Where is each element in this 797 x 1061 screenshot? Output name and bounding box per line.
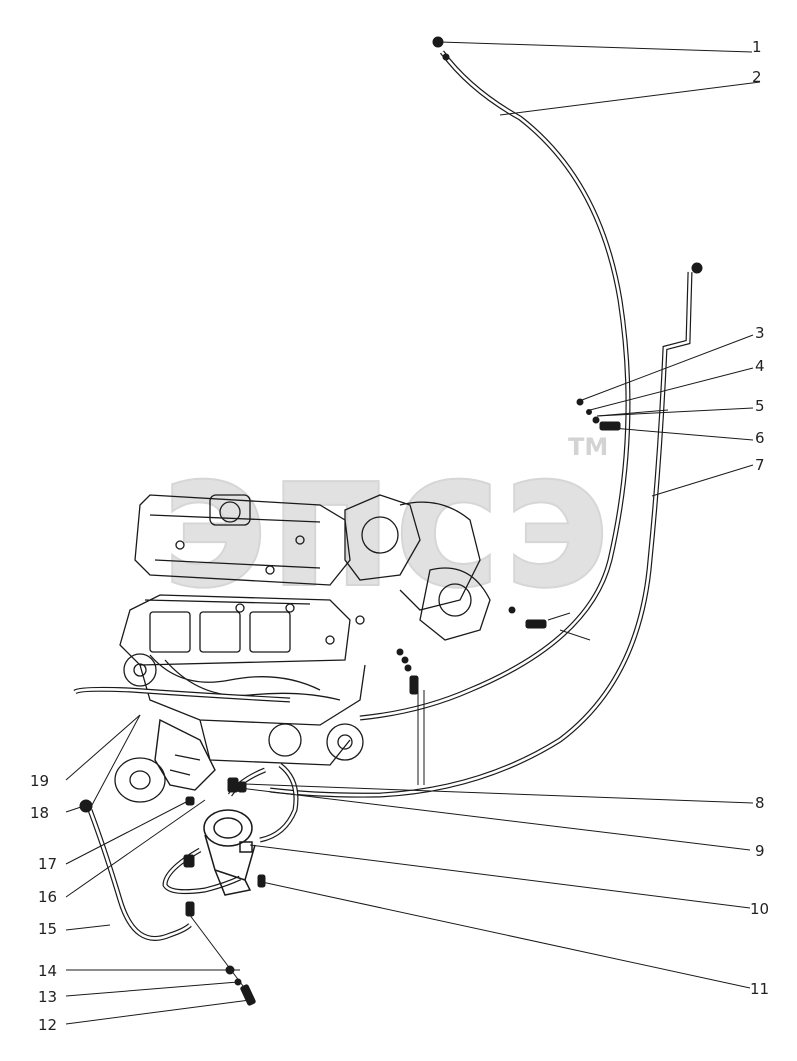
callout-18: 18 <box>30 804 49 822</box>
engine-assembly <box>114 494 491 803</box>
callout-16: 16 <box>38 888 57 906</box>
callout-12: 12 <box>38 1016 57 1034</box>
watermark-text: эпсэ <box>160 409 610 630</box>
callout-9: 9 <box>755 842 765 860</box>
callout-8: 8 <box>755 794 765 812</box>
callout-14: 14 <box>38 962 57 980</box>
fuel-line-15 <box>87 809 192 941</box>
callout-15: 15 <box>38 920 57 938</box>
cap-nut-7 <box>691 262 703 274</box>
mounting-bracket <box>154 718 216 791</box>
fitting-16 <box>183 854 195 868</box>
nut-18 <box>79 799 93 813</box>
callout-13: 13 <box>38 988 57 1006</box>
fuel-filter <box>203 809 256 896</box>
callout-1: 1 <box>752 38 762 56</box>
callout-5: 5 <box>755 397 765 415</box>
fitting-2-end <box>442 53 450 61</box>
fitting-17 <box>185 796 195 806</box>
fuel-line-2 <box>359 50 631 721</box>
watermark-trademark: TM <box>568 433 608 461</box>
washer-4 <box>586 409 592 415</box>
bolt-12 <box>240 984 256 1006</box>
callout-17: 17 <box>38 855 57 873</box>
washer-mid <box>508 606 516 614</box>
callout-19: 19 <box>30 772 49 790</box>
callout-3: 3 <box>755 324 765 342</box>
fittings <box>79 36 703 1006</box>
clamp-mid <box>525 619 547 629</box>
filter-hoses <box>162 763 299 895</box>
callout-4: 4 <box>755 357 765 375</box>
callout-labels: 1 2 3 4 5 6 7 8 9 10 11 12 13 14 15 16 1… <box>30 38 769 1034</box>
callout-10: 10 <box>750 900 769 918</box>
banjo-8 <box>227 777 239 793</box>
callout-2: 2 <box>752 68 762 86</box>
callout-11: 11 <box>750 980 769 998</box>
fuel-line-7 <box>269 271 693 798</box>
washer-3 <box>576 398 584 406</box>
watermark: эпсэ TM <box>159 408 611 631</box>
leader-lines <box>65 41 761 1025</box>
callout-6: 6 <box>755 429 765 447</box>
callout-7: 7 <box>755 456 765 474</box>
return-line <box>73 686 291 703</box>
bolt-11 <box>257 874 266 888</box>
bolt-lower <box>185 901 195 917</box>
nut-5 <box>592 416 600 424</box>
